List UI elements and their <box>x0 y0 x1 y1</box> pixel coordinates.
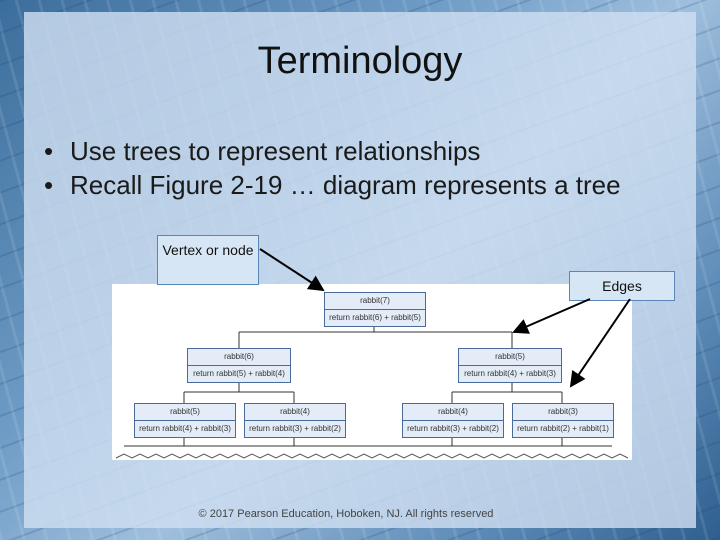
node-call: rabbit(6) <box>188 349 290 366</box>
tree-edges <box>115 324 629 459</box>
tree-node: rabbit(4) return rabbit(3) + rabbit(2) <box>402 403 504 438</box>
node-call: rabbit(3) <box>513 404 613 421</box>
edges-callout: Edges <box>569 271 675 301</box>
tree-node: rabbit(5) return rabbit(4) + rabbit(3) <box>458 348 562 383</box>
vertex-arrow <box>259 248 325 292</box>
tree-node: rabbit(5) return rabbit(4) + rabbit(3) <box>134 403 236 438</box>
bullet-list: • Use trees to represent relationships • R… <box>44 134 621 202</box>
node-call: rabbit(7) <box>325 293 425 310</box>
bullet-marker: • <box>44 170 54 200</box>
bullet-text: Use trees to represent relationships <box>70 136 481 166</box>
tree-node: rabbit(3) return rabbit(2) + rabbit(1) <box>512 403 614 438</box>
tree-node: rabbit(6) return rabbit(5) + rabbit(4) <box>187 348 291 383</box>
node-return: return rabbit(2) + rabbit(1) <box>517 424 609 433</box>
bullet-marker: • <box>44 136 54 166</box>
bullet-text: Recall Figure 2-19 … diagram represents … <box>70 170 621 200</box>
node-return: return rabbit(6) + rabbit(5) <box>329 313 421 322</box>
copyright-footer: © 2017 Pearson Education, Hoboken, NJ. A… <box>198 508 494 520</box>
bullet-item: • Recall Figure 2-19 … diagram represents… <box>44 168 621 202</box>
tree-node: rabbit(4) return rabbit(3) + rabbit(2) <box>244 403 346 438</box>
node-call: rabbit(4) <box>245 404 345 421</box>
node-return: return rabbit(5) + rabbit(4) <box>193 369 285 378</box>
edges-arrow <box>512 298 591 334</box>
node-return: return rabbit(3) + rabbit(2) <box>407 424 499 433</box>
node-call: rabbit(5) <box>459 349 561 366</box>
node-call: rabbit(5) <box>135 404 235 421</box>
node-return: return rabbit(3) + rabbit(2) <box>249 424 341 433</box>
bullet-item: • Use trees to represent relationships <box>44 134 621 168</box>
node-return: return rabbit(4) + rabbit(3) <box>464 369 556 378</box>
recursion-tree-figure: rabbit(7) return rabbit(6) + rabbit(5) r… <box>112 284 632 460</box>
slide-title: Terminology <box>257 40 463 82</box>
node-call: rabbit(4) <box>403 404 503 421</box>
edges-arrow <box>569 298 631 388</box>
vertex-callout: Vertex or node <box>157 235 259 285</box>
node-return: return rabbit(4) + rabbit(3) <box>139 424 231 433</box>
tree-node-root: rabbit(7) return rabbit(6) + rabbit(5) <box>324 292 426 327</box>
